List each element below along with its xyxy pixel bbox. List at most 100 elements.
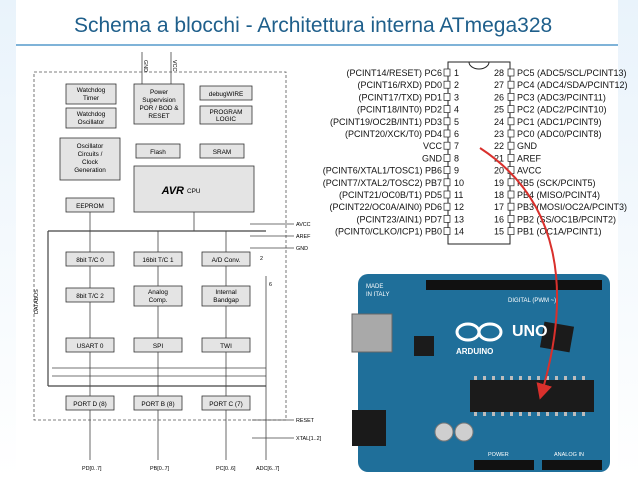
title-divider — [16, 44, 618, 46]
pin-right-number: 17 — [494, 202, 504, 212]
svg-text:Internal: Internal — [215, 289, 236, 296]
pin-left-label: (PCINT14/RESET) PC6 — [346, 68, 442, 78]
pin-left-label: (PCINT22/OC0A/AIN0) PD6 — [329, 202, 442, 212]
pin-right-label: PB3 (MOSI/OC2A/PCINT3) — [517, 202, 627, 212]
pin-left-label: (PCINT21/OC0B/T1) PD5 — [339, 190, 442, 200]
svg-text:SRAM: SRAM — [213, 149, 231, 156]
power-jack — [352, 410, 386, 446]
pin-left-pad — [443, 202, 451, 211]
svg-text:DIGITAL (PWM ~): DIGITAL (PWM ~) — [508, 298, 556, 304]
pin-left-number: 6 — [454, 129, 459, 139]
svg-text:LOGIC: LOGIC — [216, 116, 236, 123]
pin-right-pad — [507, 93, 515, 101]
pin-left-label: (PCINT23/AIN1) PD7 — [356, 214, 442, 224]
pin-left-label: (PCINT18/INT0) PD2 — [357, 105, 442, 115]
pin-left-pad — [443, 80, 451, 89]
pc-label: PC[0..6] — [216, 466, 236, 472]
debugwire-block — [199, 85, 253, 101]
svg-text:2: 2 — [260, 256, 263, 262]
svg-text:Power: Power — [150, 89, 169, 96]
svg-text:Comp.: Comp. — [149, 297, 168, 304]
pb-label: PB[0..7] — [150, 466, 170, 472]
pin-right-number: 22 — [494, 141, 504, 151]
pin-left-label: (PCINT0/CLKO/ICP1) PB0 — [335, 227, 442, 237]
usb-connector — [351, 313, 393, 353]
power-supervision-block — [133, 83, 185, 125]
pd-label: PD[0..7] — [82, 466, 102, 472]
digital-header — [426, 280, 602, 290]
svg-text:8bit T/C 0: 8bit T/C 0 — [76, 257, 104, 264]
pin-right-number: 21 — [494, 153, 504, 163]
svg-text:8bit T/C 2: 8bit T/C 2 — [76, 293, 104, 300]
pin-right-number: 16 — [494, 214, 504, 224]
pin-left-number: 8 — [454, 153, 459, 163]
usb-chip — [414, 336, 434, 356]
pcb — [358, 274, 610, 472]
oscillator-block — [59, 137, 121, 181]
pin-right-pad — [507, 129, 515, 138]
svg-text:Flash: Flash — [150, 149, 166, 156]
svg-text:Supervision: Supervision — [142, 97, 176, 104]
watchdog-osc-block — [65, 107, 117, 129]
pin-right-number: 19 — [494, 178, 504, 188]
avr-logo: AVR — [161, 185, 184, 197]
pin-right-pad — [507, 215, 515, 223]
pin-right-number: 15 — [494, 227, 504, 237]
pin-left-pad — [443, 166, 451, 174]
pin-right-label: PB5 (SCK/PCINT5) — [517, 178, 596, 188]
pin-right-label: AREF — [517, 153, 542, 163]
pin-left-pad — [443, 178, 451, 187]
sram-block — [199, 143, 245, 159]
pin-left-number: 12 — [454, 202, 464, 212]
pin-left-label: VCC — [423, 141, 443, 151]
databus-label: DATABUS — [34, 289, 40, 314]
pin-left-pad — [443, 117, 451, 126]
pin-left-label: (PCINT7/XTAL2/TOSC2) PB7 — [323, 178, 442, 188]
pin-right-pad — [507, 68, 515, 77]
svg-text:ANALOG IN: ANALOG IN — [554, 452, 584, 458]
pin-right-number: 18 — [494, 190, 504, 200]
pin-right-number: 28 — [494, 68, 504, 78]
pin-left-number: 4 — [454, 105, 459, 115]
pin-right-label: PB1 (OC1A/PCINT1) — [517, 227, 602, 237]
vcc-top-label: VCC — [171, 60, 177, 71]
svg-text:IN ITALY: IN ITALY — [366, 292, 389, 298]
svg-text:PORT D (8): PORT D (8) — [73, 401, 107, 408]
reset-label: RESET — [296, 418, 315, 424]
pin-left-label: (PCINT19/OC2B/INT1) PD3 — [330, 117, 442, 127]
atmega-chip — [470, 380, 594, 412]
pin-right-label: AVCC — [517, 166, 542, 176]
svg-text:PROGRAM: PROGRAM — [209, 109, 242, 116]
flash-block — [135, 143, 181, 159]
svg-text:MADE: MADE — [366, 284, 383, 290]
power-header — [474, 460, 534, 470]
pin-right-pad — [507, 141, 515, 150]
pin-left-number: 13 — [454, 214, 464, 224]
pin-right-label: PC0 (ADC0/PCINT8) — [517, 129, 602, 139]
pin-right-label: PC2 (ADC2/PCINT10) — [517, 105, 607, 115]
watchdog-timer-block — [65, 83, 117, 105]
pin-left-pad — [443, 93, 451, 101]
svg-text:PORT C (7): PORT C (7) — [209, 401, 243, 408]
analog-header — [542, 460, 602, 470]
xtal-label: XTAL[1..2] — [296, 436, 322, 442]
pin-right-pad — [507, 190, 515, 199]
pin-right-label: PC5 (ADC5/SCL/PCINT13) — [517, 68, 627, 78]
adc-bottom-label: ADC[6..7] — [256, 466, 280, 472]
right-decor-band — [618, 0, 638, 478]
pin-left-pad — [443, 215, 451, 223]
gnd-side-label: GND — [296, 246, 308, 252]
svg-text:Circuits /: Circuits / — [78, 151, 103, 158]
pin-right-pad — [507, 105, 515, 113]
pin-left-number: 1 — [454, 68, 459, 78]
watchdog-timer-l1: Watchdog — [77, 87, 106, 94]
pin-right-pad — [507, 227, 515, 235]
avcc-label: AVCC — [296, 222, 311, 228]
svg-text:Oscillator: Oscillator — [78, 119, 106, 126]
pin-left-pad — [443, 141, 451, 150]
pin-right-pad — [507, 117, 515, 126]
svg-text:debugWIRE: debugWIRE — [209, 91, 243, 98]
arduino-uno-board: MADE IN ITALY DIGITAL (PWM ~) UNO ARDUIN… — [351, 274, 610, 472]
svg-text:6: 6 — [269, 282, 272, 288]
slide-title: Schema a blocchi - Architettura interna … — [74, 14, 553, 37]
